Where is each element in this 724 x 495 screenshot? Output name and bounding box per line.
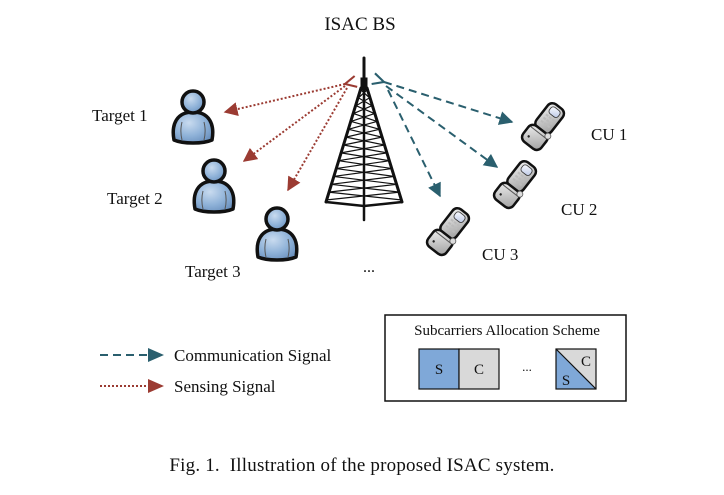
tower-brace xyxy=(337,152,388,162)
legend-label-communication: Communication Signal xyxy=(174,346,332,365)
mobile-phone-icon xyxy=(423,203,475,260)
legend-label-sensing: Sensing Signal xyxy=(174,377,276,396)
figure-caption: Fig. 1. Illustration of the proposed ISA… xyxy=(169,455,555,476)
cu-2-label: CU 2 xyxy=(561,200,597,219)
tower-brace xyxy=(332,167,393,178)
sensing-block-label: S xyxy=(435,362,443,378)
cu-1: CU 1 xyxy=(518,98,627,155)
tower-brace xyxy=(342,136,383,146)
mobile-phone-icon xyxy=(518,98,570,155)
shared-block-upper-label: C xyxy=(581,354,591,370)
tower-brace xyxy=(360,89,371,99)
cell-tower-icon xyxy=(324,56,404,222)
communication-signal-cu-3 xyxy=(387,89,441,198)
target-3-label: Target 3 xyxy=(185,262,241,281)
cu-3-label: CU 3 xyxy=(482,245,518,264)
tower-brace xyxy=(357,97,373,107)
sensing-signal-target-1 xyxy=(225,84,345,112)
cu-1-label: CU 1 xyxy=(591,125,627,144)
sensing-signal-target-2 xyxy=(242,85,346,162)
tower-brace xyxy=(345,128,381,138)
communication-signal-cu-2 xyxy=(385,85,499,168)
communication-block-label: C xyxy=(474,362,484,378)
tower-brace xyxy=(350,112,376,123)
subcarrier-allocation-panel: Subcarriers Allocation Scheme S C ... C … xyxy=(384,314,627,402)
sensing-signals xyxy=(225,84,348,192)
allocation-title: Subcarriers Allocation Scheme xyxy=(414,323,600,339)
arrow-icon xyxy=(148,348,164,362)
target-1-label: Target 1 xyxy=(92,106,148,125)
tower-brace xyxy=(357,89,368,99)
target-2: Target 2 xyxy=(107,158,236,214)
tower-brace xyxy=(327,183,398,193)
tower-brace xyxy=(335,160,391,170)
legend-item-sensing: Sensing Signal xyxy=(100,377,276,396)
person-icon xyxy=(255,206,299,262)
person-icon xyxy=(171,89,215,145)
tower-brace xyxy=(350,120,381,130)
tower-brace xyxy=(355,97,371,107)
target-3: Target 3 xyxy=(185,206,299,281)
shared-block-lower-label: S xyxy=(562,373,570,389)
sensing-subcarrier-block xyxy=(418,348,460,390)
communication-signal-cu-1 xyxy=(384,82,512,122)
shared-subcarrier-block: C S xyxy=(555,348,597,390)
target-2-label: Target 2 xyxy=(107,189,163,208)
target-1: Target 1 xyxy=(92,89,215,145)
tower-brace xyxy=(325,191,401,201)
tower-brace xyxy=(330,175,396,185)
communication-subcarrier-block xyxy=(458,348,500,390)
legend: Communication Signal Sensing Signal xyxy=(100,346,332,396)
mobile-phone-icon xyxy=(490,156,542,213)
cu-2: CU 2 xyxy=(490,156,597,219)
cu-3: CU 3 xyxy=(423,203,518,264)
legend-item-communication: Communication Signal xyxy=(100,346,332,365)
tower-brace xyxy=(355,105,376,115)
sensing-signal-target-3 xyxy=(287,87,348,192)
allocation-ellipsis: ... xyxy=(522,359,532,374)
base-station-label: ISAC BS xyxy=(324,14,395,35)
tower-brace xyxy=(340,144,386,154)
more-devices-ellipsis: ... xyxy=(363,259,375,276)
arrow-icon xyxy=(148,379,164,393)
communication-signals xyxy=(384,82,512,198)
person-icon xyxy=(192,158,236,214)
